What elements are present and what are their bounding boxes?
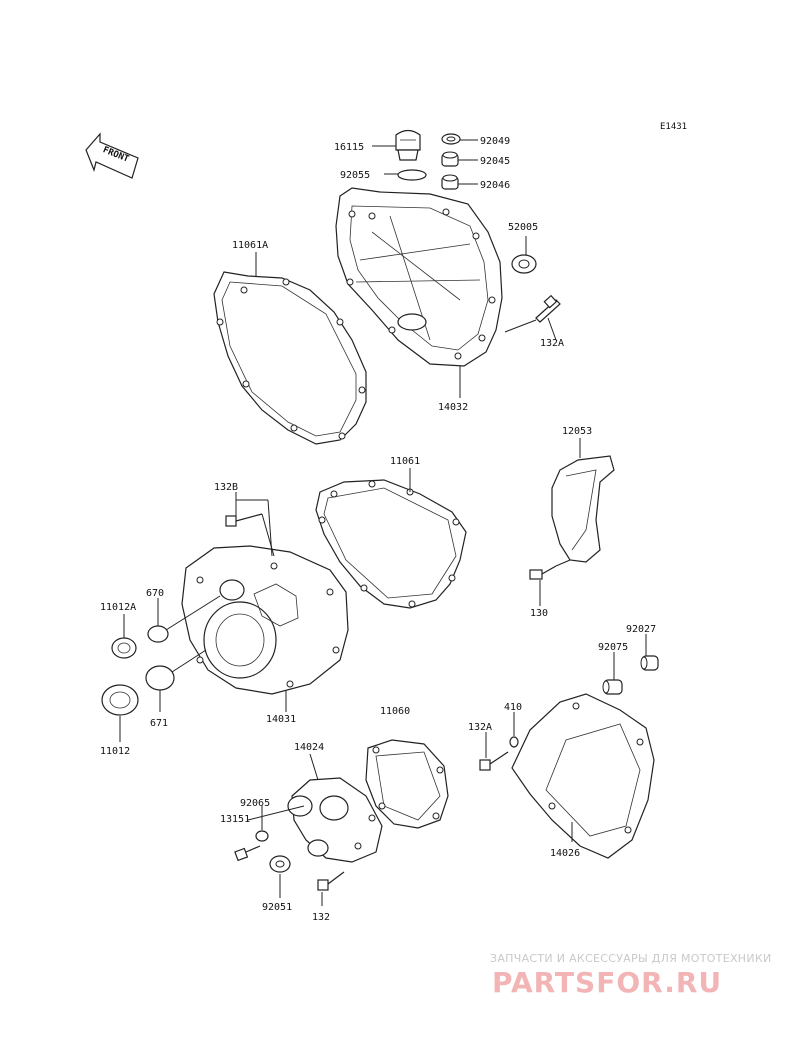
label-92075: 92075 [598,642,628,653]
oil-seal-52005-part [511,254,537,274]
label-11061: 11061 [390,456,420,467]
label-12053: 12053 [562,426,592,437]
label-13151: 13151 [220,814,250,825]
leader-lines [119,139,647,906]
gasket-11061a-part [213,271,367,445]
washer-410-part [509,736,519,748]
label-132a-top: 132A [540,338,564,349]
label-130: 130 [530,608,548,619]
bushing-92049-part [441,133,461,145]
label-11061a: 11061A [232,240,268,251]
label-410: 410 [504,702,522,713]
washer-92065-part [255,830,269,842]
label-14032: 14032 [438,402,468,413]
label-92055: 92055 [340,170,370,181]
label-92049: 92049 [480,136,510,147]
oil-filler-cap-part [395,129,421,161]
label-14031: 14031 [266,714,296,725]
label-16115: 16115 [334,142,364,153]
o-ring-671-part [145,665,175,691]
front-arrow-icon: FRONT [85,132,139,179]
drain-bolt-13151-part [234,845,261,862]
o-ring-92055-part [397,169,427,181]
label-14026: 14026 [550,848,580,859]
label-670: 670 [146,588,164,599]
sprocket-cover-14026-part [511,693,655,859]
label-132: 132 [312,912,330,923]
plug-11012a-part [111,637,137,659]
plug-11012-part [101,684,139,716]
collar-92075-part [602,679,623,695]
label-132a-bottom: 132A [468,722,492,733]
bolt-130-part [529,565,557,580]
watermark-logo: PARTSFOR.RU [492,966,722,999]
diagram-code: E1431 [660,122,687,132]
label-14024: 14024 [294,742,324,753]
label-92051: 92051 [262,902,292,913]
label-92027: 92027 [626,624,656,635]
bolt-132b-part [225,513,263,527]
gasket-11061-part [315,479,467,609]
label-11060: 11060 [380,706,410,717]
label-52005: 52005 [508,222,538,233]
bushing-92046-part [441,174,459,190]
bolt-132a-top-part [535,294,561,323]
bolt-132a-bottom-part [479,751,509,771]
label-132b: 132B [214,482,238,493]
bushing-92045-part [441,151,459,167]
o-ring-670-part [147,625,169,643]
part-labels: 16115 92049 92045 92055 92046 52005 1106… [100,136,656,923]
oil-seal-92051-part [269,855,291,873]
dowel-92027-part [640,655,659,671]
watermark: ЗАПЧАСТИ И АКСЕССУАРЫ ДЛЯ МОТОТЕХНИКИ PA… [490,952,772,999]
label-11012a: 11012A [100,602,136,613]
label-671: 671 [150,718,168,729]
gasket-11060-part [365,739,449,829]
label-11012: 11012 [100,746,130,757]
bolt-132-part [317,871,345,891]
label-92046: 92046 [480,180,510,191]
chain-guide-12053-part [551,455,615,563]
label-92045: 92045 [480,156,510,167]
generator-cover-14031-part [181,545,349,695]
water-pump-14024-part [287,777,383,863]
label-92065: 92065 [240,798,270,809]
clutch-cover-14032-part [335,187,503,367]
watermark-tagline: ЗАПЧАСТИ И АКСЕССУАРЫ ДЛЯ МОТОТЕХНИКИ [490,952,772,965]
